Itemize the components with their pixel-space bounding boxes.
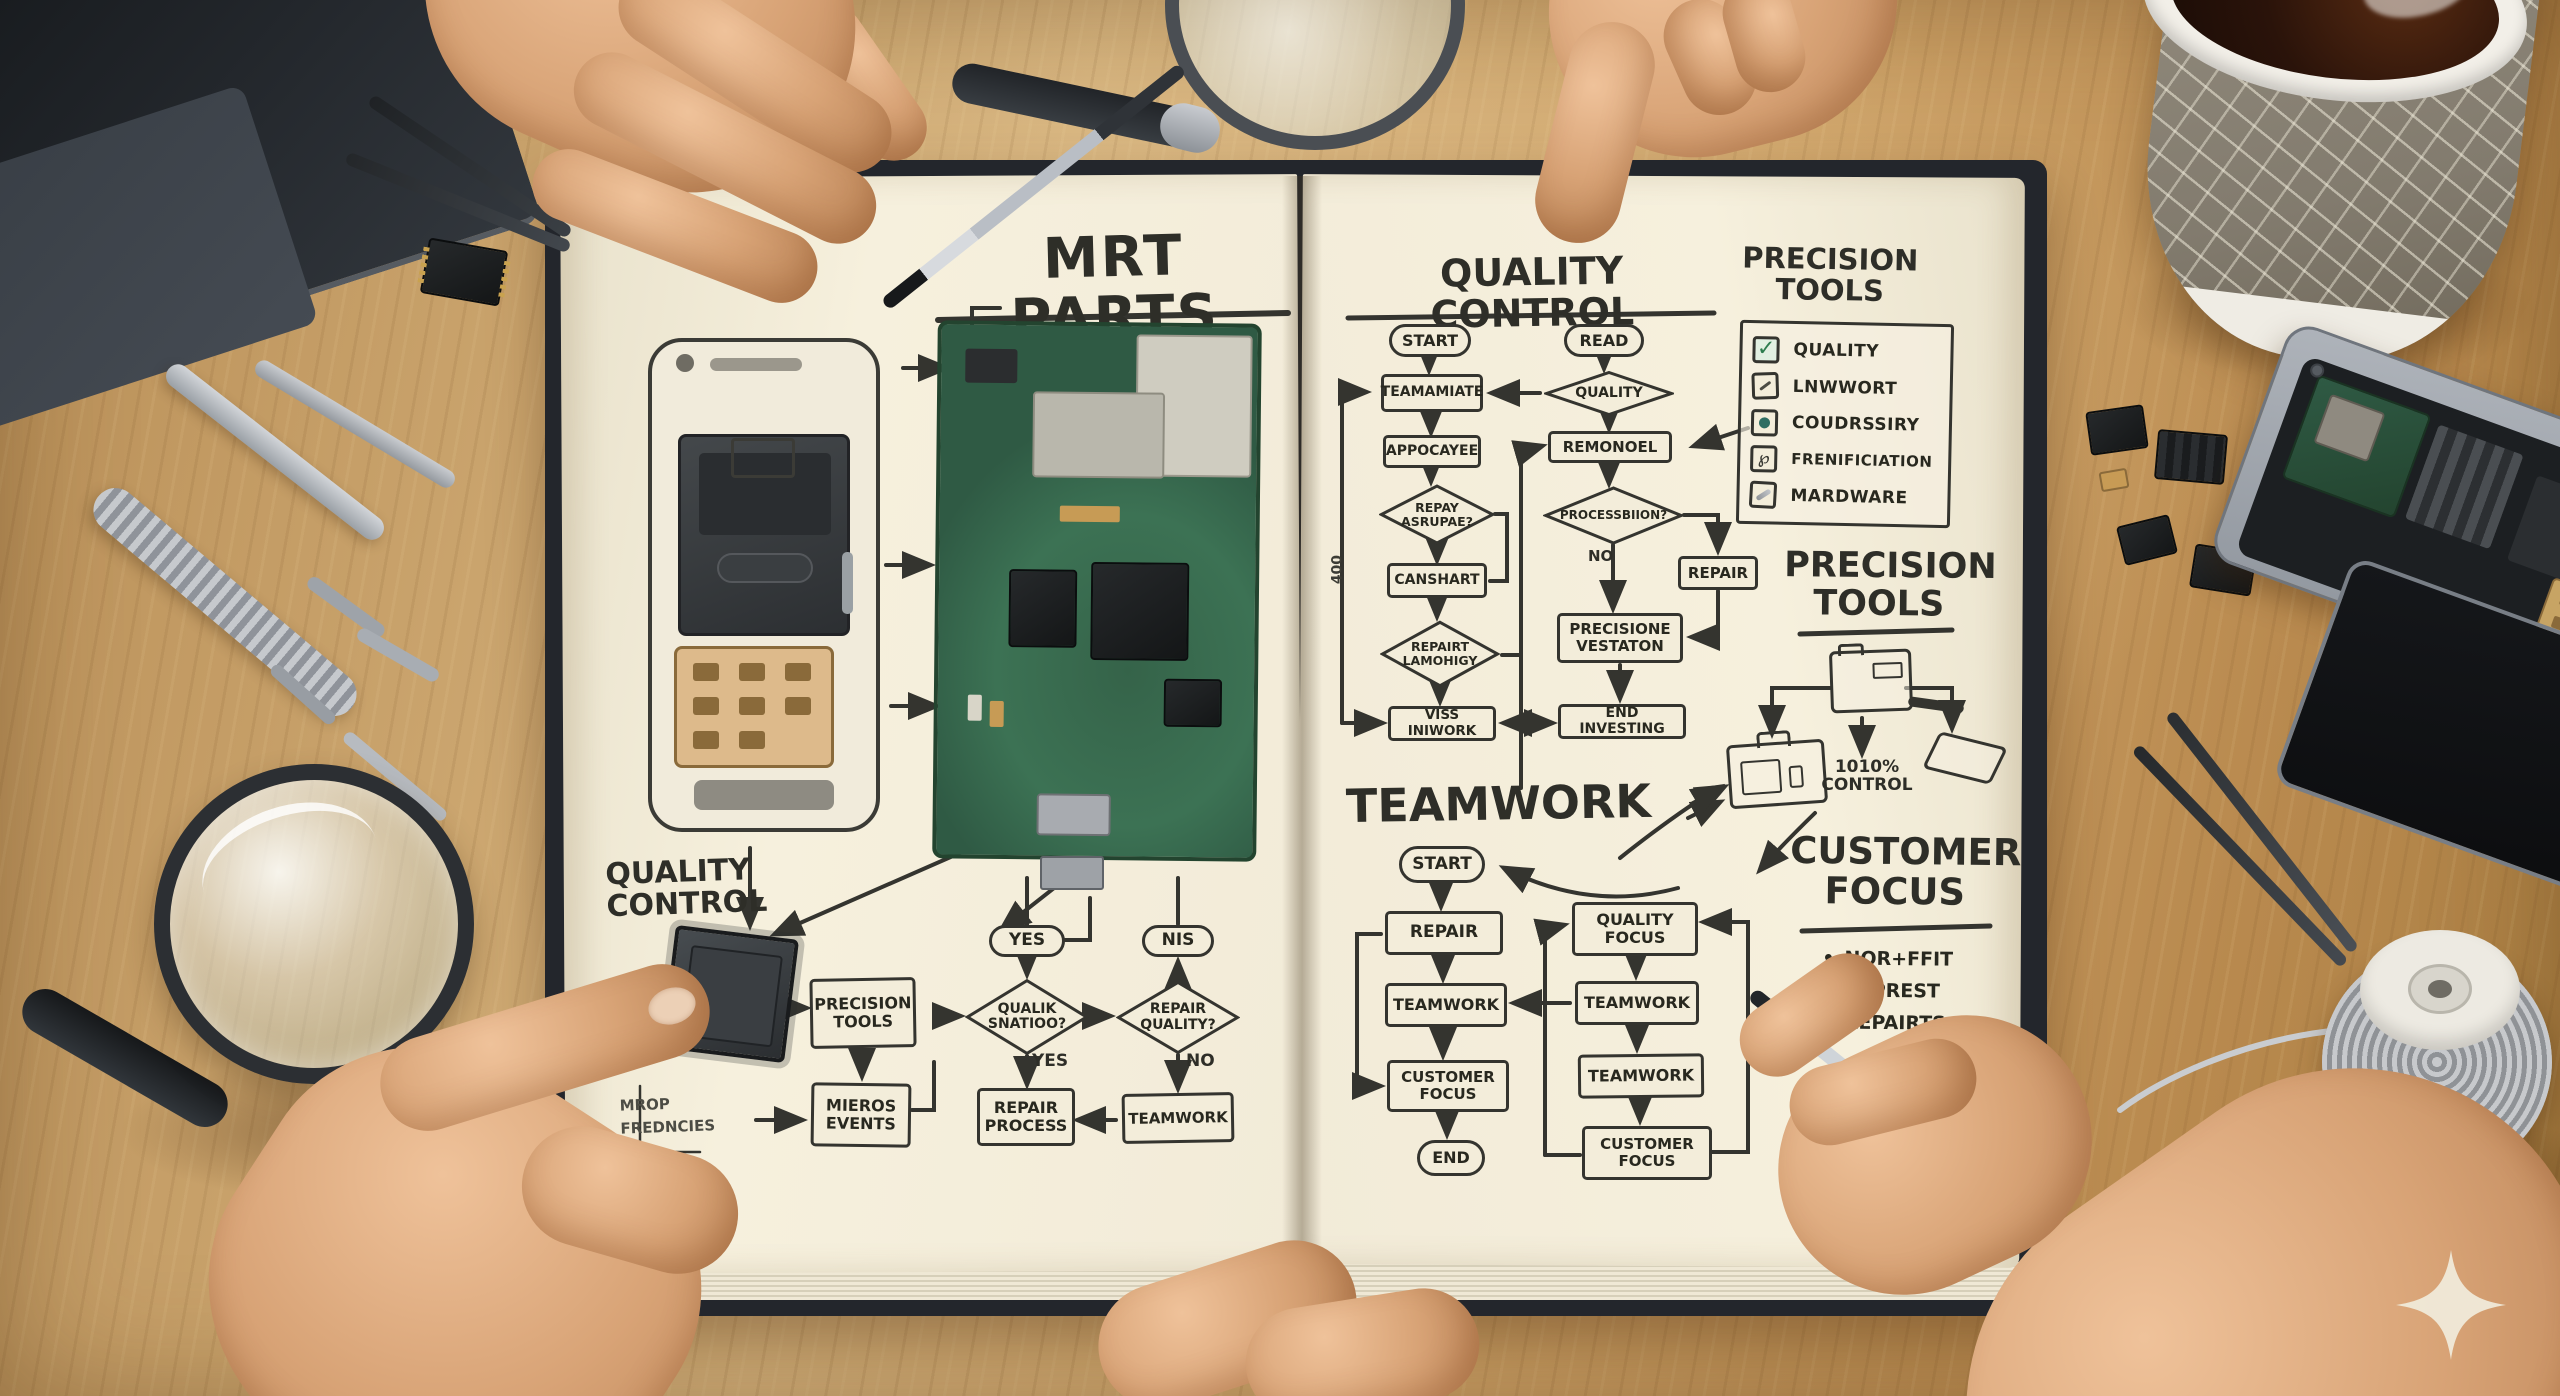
pencil-box-icon [1751,372,1780,400]
tool-case-sketch [1828,643,1914,714]
callout-box [731,438,795,478]
no-branch-label: NO [1186,1051,1215,1071]
qc-no-label: NO [1588,547,1614,565]
clip-box-icon: ℘ [1749,444,1778,473]
flow-oval-yes: YES [989,925,1065,957]
phone-side-button [842,552,853,614]
qc-repair-box: REPAIR [1678,556,1758,590]
teamwork-repair-box: REPAIR [1385,911,1503,955]
pcb-chip-large [1090,561,1190,661]
checklist-row: ✓ QUALITY [1752,331,1941,371]
teamwork-start-oval: START [1399,846,1485,883]
qc-read-oval: READ [1564,324,1644,357]
qc-processtion-diamond: PROCESSBIION? [1543,486,1684,545]
checklist-row: COUDRSSIRY [1750,404,1940,444]
flow-node-repair-process: REPAIR PROCESS [977,1088,1075,1146]
pcb-sketch [932,320,1262,862]
customer-focus-left-box: CUSTOMER FOCUS [1387,1060,1509,1112]
qc-appocayee-box: APPOCAYEE [1383,435,1481,468]
phone-bottom-speaker [694,780,834,810]
flow-node-precision-tools: PRECISION TOOLS [809,977,917,1049]
yes-branch-label: YES [1032,1051,1069,1071]
usb-plug [1040,856,1104,890]
phone-speaker [710,358,802,371]
quality-focus-box: QUALITY FOCUS [1572,902,1698,956]
flow-diamond-qualik: QUALIK SNATIOO? [965,978,1089,1056]
pcb-chip-medium [1008,569,1078,648]
teamwork-end-oval: END [1417,1140,1485,1176]
battery-pill [717,553,813,583]
pcb-connector [965,348,1018,384]
screwdriver-box-icon [1748,480,1778,510]
sim-reader [674,646,834,768]
qc-teammate-box: TEAMAMIATE [1381,374,1483,412]
qc-precisione-box: PRECISIONE VESTATON [1557,613,1683,663]
qc-canshart-box: CANSHART [1387,563,1487,598]
qc-start-oval: START [1389,324,1471,357]
qc-end-investing-box: END INVESTING [1558,704,1686,739]
teamwork-right-box-2: TEAMWORK [1577,1053,1705,1099]
pcb-chip-small [1163,678,1223,728]
flow-oval-nis: NIS [1142,925,1214,957]
phone-sketch-body [648,338,880,832]
battery-label [699,453,831,535]
solder-spool-cap [2360,930,2520,1050]
precision-tools-heading-top: PRECISION TOOLS [1741,240,1919,309]
pcb-shield [1032,391,1166,479]
checked-checkbox-icon: ✓ [1752,335,1780,364]
notebook-spine [1282,176,1322,1268]
qc-repairt-diamond: REPAIRT LAMOHIGY [1380,620,1500,688]
checklist-row: LNWWORT [1751,367,1940,407]
flow-node-teamwork-left-page: TEAMWORK [1121,1092,1235,1144]
phone-battery [678,434,850,636]
sparkle-icon [2396,1250,2506,1360]
customer-focus-right-box: CUSTOMER FOCUS [1582,1126,1712,1180]
flow-diamond-repair-quality: REPAIR QUALITY? [1116,980,1240,1055]
checklist-row: ℘ FRENIFICIATION [1749,440,1939,480]
teamwork-right-box-1: TEAMWORK [1575,981,1699,1025]
left-quality-control-label: QUALITY CONTROL [604,852,768,925]
precision-tools-checklist: ✓ QUALITY LNWWORT COUDRSSIRY ℘ FRENIFICI… [1735,319,1955,529]
checklist-row: MARDWARE [1748,477,1938,517]
teamwork-heading: TEAMWORK [1345,773,1652,834]
qc-repay-diamond: REPAY ASRUPAE? [1379,484,1495,545]
precision-tools-heading-2: PRECISION TOOLS [1784,545,1997,625]
qc-quality-diamond: QUALITY [1544,371,1674,416]
loose-chip [2153,429,2229,485]
customer-focus-heading: CUSTOMER FOCUS [1789,828,2022,914]
flow-node-mieros-events: MIEROS EVENTS [810,1082,912,1148]
qc-margin-note: 400 [1329,554,1346,585]
pcb-usb-connector [1036,793,1111,837]
control-label: 1010% CONTROL [1821,757,1913,796]
phone-camera [676,354,694,372]
loose-chip [2085,404,2149,456]
qc-viss-box: VISS INIWORK [1388,706,1496,741]
qc-remonoel-box: REMONOEL [1548,431,1672,463]
chip-note: MROP FREDNCIES [619,1094,716,1138]
teamwork-left-box: TEAMWORK [1385,983,1507,1027]
dot-box-icon [1750,408,1779,437]
